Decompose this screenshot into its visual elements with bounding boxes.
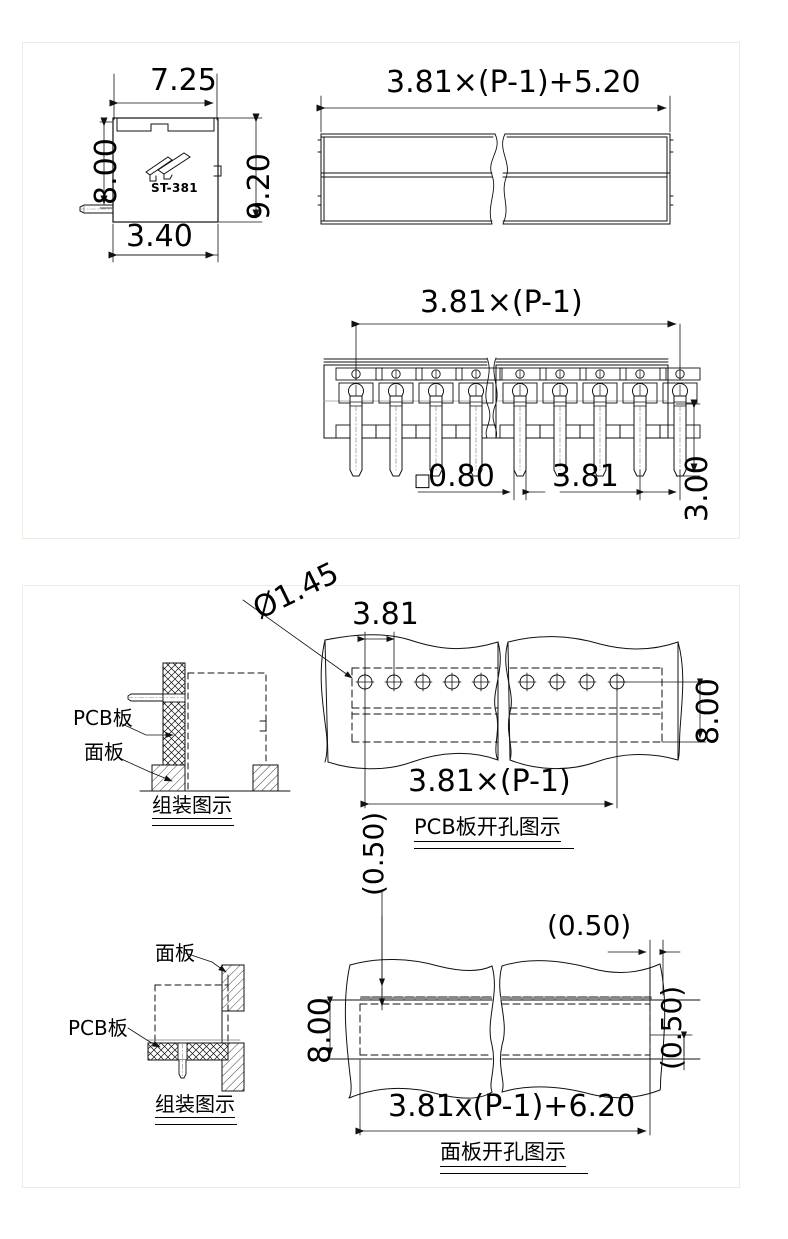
assembly-top-title: 组装图示 bbox=[152, 793, 232, 819]
dim-label-panel-width: 3.81x(P-1)+6.20 bbox=[388, 1089, 636, 1124]
assembly-top-title-underline2 bbox=[152, 825, 234, 826]
dim-label-panel-8-00: 8.00 bbox=[303, 997, 338, 1064]
panel-cutout-title-underline2 bbox=[440, 1173, 588, 1174]
assembly-bottom-label-pcb: PCB板 bbox=[68, 1016, 128, 1040]
pcb-cutout-title: PCB板开孔图示 bbox=[414, 817, 561, 842]
assembly-bottom-label-panel: 面板 bbox=[155, 941, 195, 965]
dim-label-3-00: 3.00 bbox=[680, 455, 715, 522]
dim-label-clearance-top: (0.50) bbox=[357, 811, 390, 896]
dim-label-pcb-pitch: 3.81 bbox=[352, 597, 419, 632]
assembly-top-label-panel: 面板 bbox=[84, 740, 124, 764]
dim-label-9-20: 9.20 bbox=[242, 153, 277, 220]
brand-logo-text: ST-381 bbox=[151, 181, 198, 195]
dim-label-clearance-bottom: (0.50) bbox=[655, 985, 688, 1070]
dim-label-3-40: 3.40 bbox=[126, 219, 193, 254]
dim-label-0-80: 0.80 bbox=[428, 459, 495, 494]
pcb-cutout-title-underline2 bbox=[414, 848, 574, 849]
dim-label-pcb-8-00: 8.00 bbox=[691, 678, 726, 745]
dim-label-8-00-side: 8.00 bbox=[89, 138, 124, 205]
dim-label-clearance-right: (0.50) bbox=[547, 909, 632, 942]
dim-label-pin-span: 3.81×(P-1) bbox=[420, 285, 583, 320]
dim-label-3-81-pitch: 3.81 bbox=[552, 459, 619, 494]
assembly-bottom-title-underline2 bbox=[155, 1124, 237, 1125]
dim-label-7-25: 7.25 bbox=[150, 63, 217, 98]
assembly-top-label-pcb: PCB板 bbox=[73, 706, 133, 730]
dim-label-0-80-prefix: □ bbox=[414, 470, 432, 491]
panel-cutout-title: 面板开孔图示 bbox=[440, 1142, 566, 1167]
drawing-panel-top bbox=[22, 42, 740, 539]
dim-label-overall-length: 3.81×(P-1)+5.20 bbox=[386, 65, 641, 100]
dim-label-pcb-span: 3.81×(P-1) bbox=[408, 764, 571, 799]
assembly-bottom-title: 组装图示 bbox=[155, 1092, 235, 1118]
